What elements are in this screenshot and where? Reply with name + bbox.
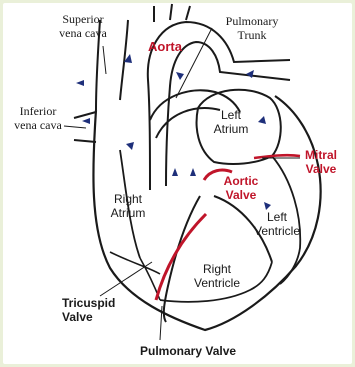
- aortic-valve-label: Aortic Valve: [218, 174, 264, 202]
- left-ventricle-label: Left Ventricle: [248, 210, 306, 238]
- arrow-icon: [82, 118, 90, 124]
- arrow-icon: [190, 168, 196, 176]
- right-ventricle-label: Right Ventricle: [184, 262, 250, 290]
- arrow-icon: [126, 142, 134, 150]
- pulmonary-trunk-label: Pulmonary Trunk: [216, 14, 288, 42]
- arrow-icon: [246, 70, 254, 78]
- blank-patch: [16, 224, 88, 290]
- superior-vena-cava-label: Superior vena cava: [52, 12, 114, 40]
- tricuspid-chordae: [110, 252, 160, 300]
- pulmonary-valve-label: Pulmonary Valve: [140, 344, 236, 358]
- mitral-valve-label: Mitral Valve: [298, 148, 344, 176]
- septum: [164, 196, 200, 322]
- arrow-icon: [76, 80, 84, 86]
- tricuspid-valve-label: Tricuspid Valve: [62, 296, 120, 324]
- arrow-icon: [258, 116, 266, 124]
- left-atrium-label: Left Atrium: [206, 108, 256, 136]
- inferior-vena-cava-label: Inferior vena cava: [8, 104, 68, 132]
- arrow-icon: [264, 202, 271, 210]
- arrow-icon: [172, 168, 178, 176]
- aorta-label: Aorta: [148, 40, 182, 54]
- arrow-icon: [176, 72, 184, 80]
- right-atrium-label: Right Atrium: [100, 192, 156, 220]
